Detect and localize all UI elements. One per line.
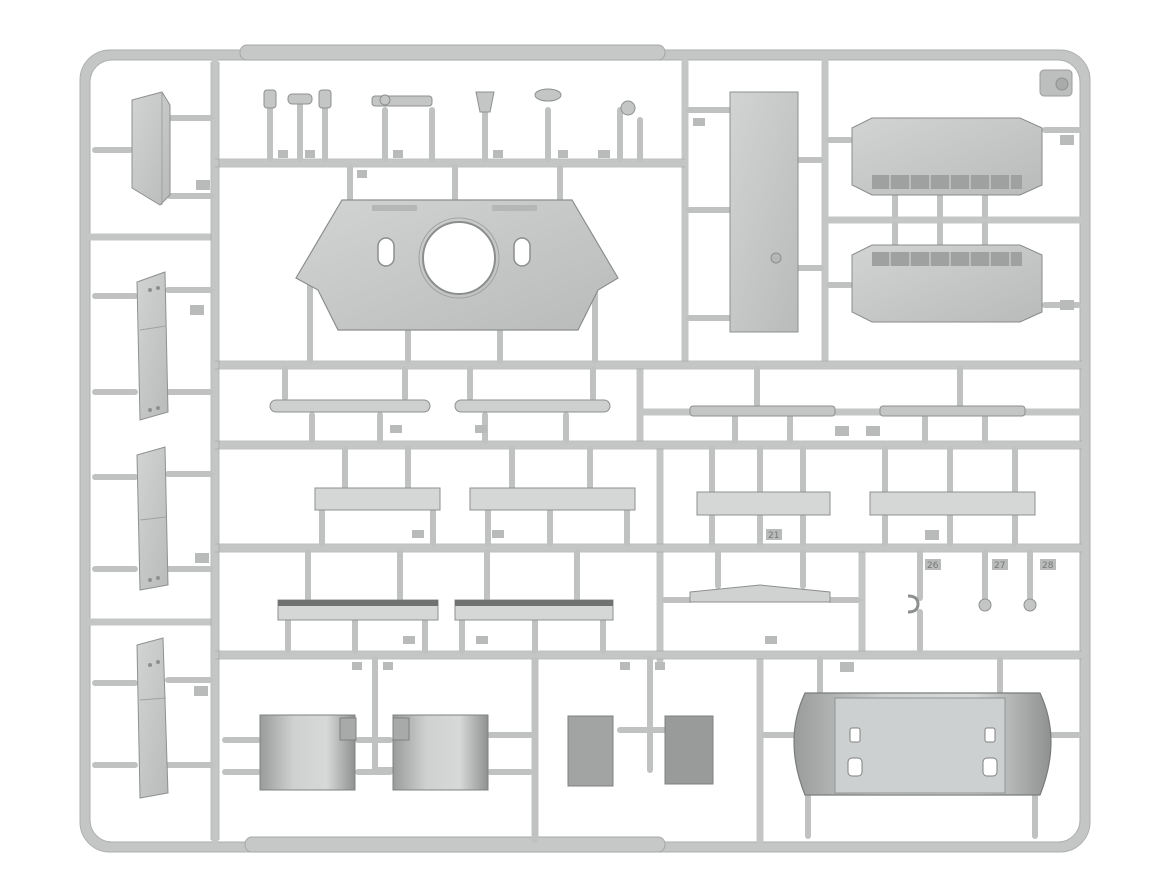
gate-bars (239, 44, 666, 853)
part-number-28: 28 (1042, 561, 1054, 571)
internal-runners (86, 58, 1086, 844)
left-side-panel-1 (131, 91, 171, 206)
fender-strips-left (269, 399, 611, 413)
mid-plates (314, 487, 1036, 516)
engine-deck-1 (851, 117, 1043, 196)
part-number-tags (190, 118, 1074, 696)
fender-strips-right (689, 405, 1026, 417)
corner-tag (1039, 69, 1073, 97)
small-parts-row (263, 88, 636, 116)
hull-rear-plate (295, 199, 619, 331)
part-number-27: 27 (994, 561, 1005, 571)
lower-plates (277, 584, 1037, 621)
left-side-panel-2 (136, 271, 169, 421)
hull-floor-strip (729, 91, 799, 333)
hatch-plates (567, 715, 714, 787)
stowage-bin-1 (259, 714, 357, 791)
part-number-21: 21 (768, 531, 779, 541)
left-side-panel-4 (136, 637, 169, 799)
part-number-26: 26 (927, 561, 939, 571)
hull-front-lower (793, 692, 1052, 796)
part-number-labels: 21 26 27 28 (766, 529, 1056, 571)
engine-deck-2 (851, 244, 1043, 323)
left-side-panel-3 (136, 446, 169, 591)
gate-stubs (92, 102, 1081, 843)
runner-edges (210, 62, 1082, 840)
stowage-bin-2 (392, 714, 489, 791)
